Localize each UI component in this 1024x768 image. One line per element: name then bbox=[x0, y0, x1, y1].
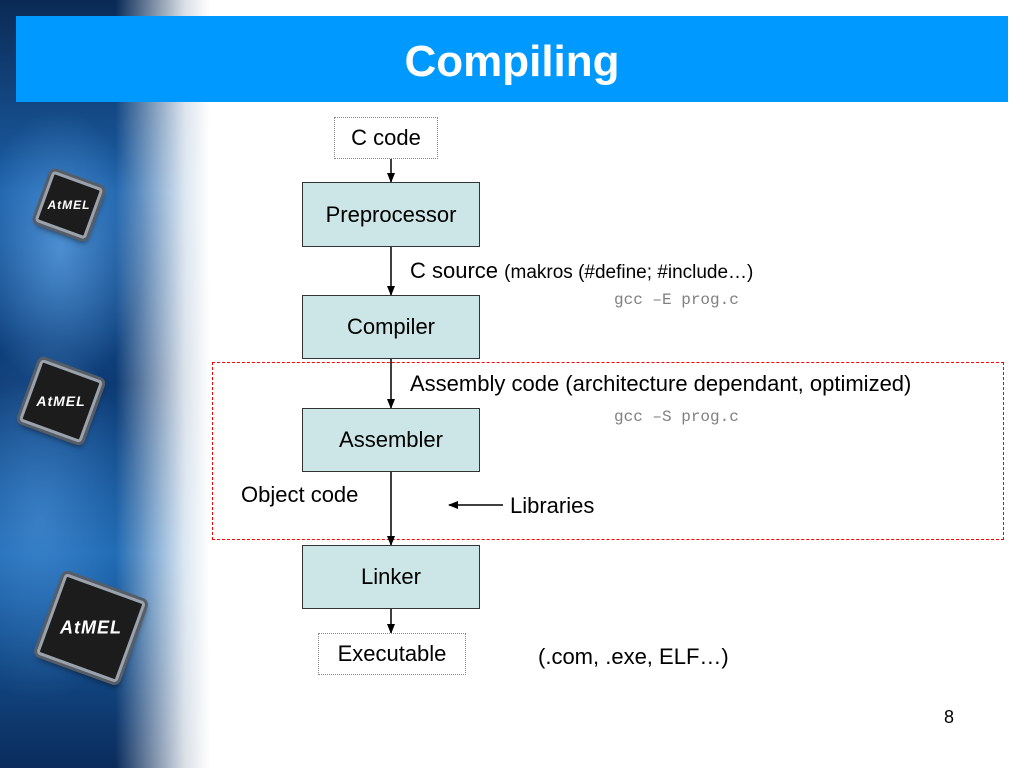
assembly-code-label: Assembly code (architecture dependant, o… bbox=[410, 371, 912, 396]
highlight-region bbox=[212, 362, 1004, 540]
c-code-node: C code bbox=[334, 117, 438, 159]
c-source-text: C source bbox=[410, 258, 499, 283]
preprocessor-node: Preprocessor bbox=[302, 182, 480, 247]
executable-node: Executable bbox=[318, 633, 466, 675]
chip-logo: AtMEL bbox=[36, 393, 86, 409]
assembler-node: Assembler bbox=[302, 408, 480, 472]
gcc-e-command: gcc –E prog.c bbox=[614, 291, 739, 309]
chip-logo: AtMEL bbox=[47, 198, 91, 212]
chip-logo: AtMEL bbox=[60, 617, 122, 638]
exe-formats-label: (.com, .exe, ELF…) bbox=[538, 644, 729, 669]
compiler-node: Compiler bbox=[302, 295, 480, 359]
page-number: 8 bbox=[944, 707, 955, 727]
gcc-s-command: gcc –S prog.c bbox=[614, 408, 739, 426]
libraries-label: Libraries bbox=[510, 493, 595, 518]
slide-title: Compiling bbox=[404, 37, 620, 86]
linker-node: Linker bbox=[302, 545, 480, 609]
c-source-label: C source (makros (#define; #include…) bbox=[410, 258, 753, 284]
c-source-note: (makros (#define; #include…) bbox=[504, 262, 754, 283]
decorative-background bbox=[0, 0, 210, 768]
object-code-label: Object code bbox=[241, 482, 359, 507]
title-bar: Compiling bbox=[16, 16, 1008, 102]
